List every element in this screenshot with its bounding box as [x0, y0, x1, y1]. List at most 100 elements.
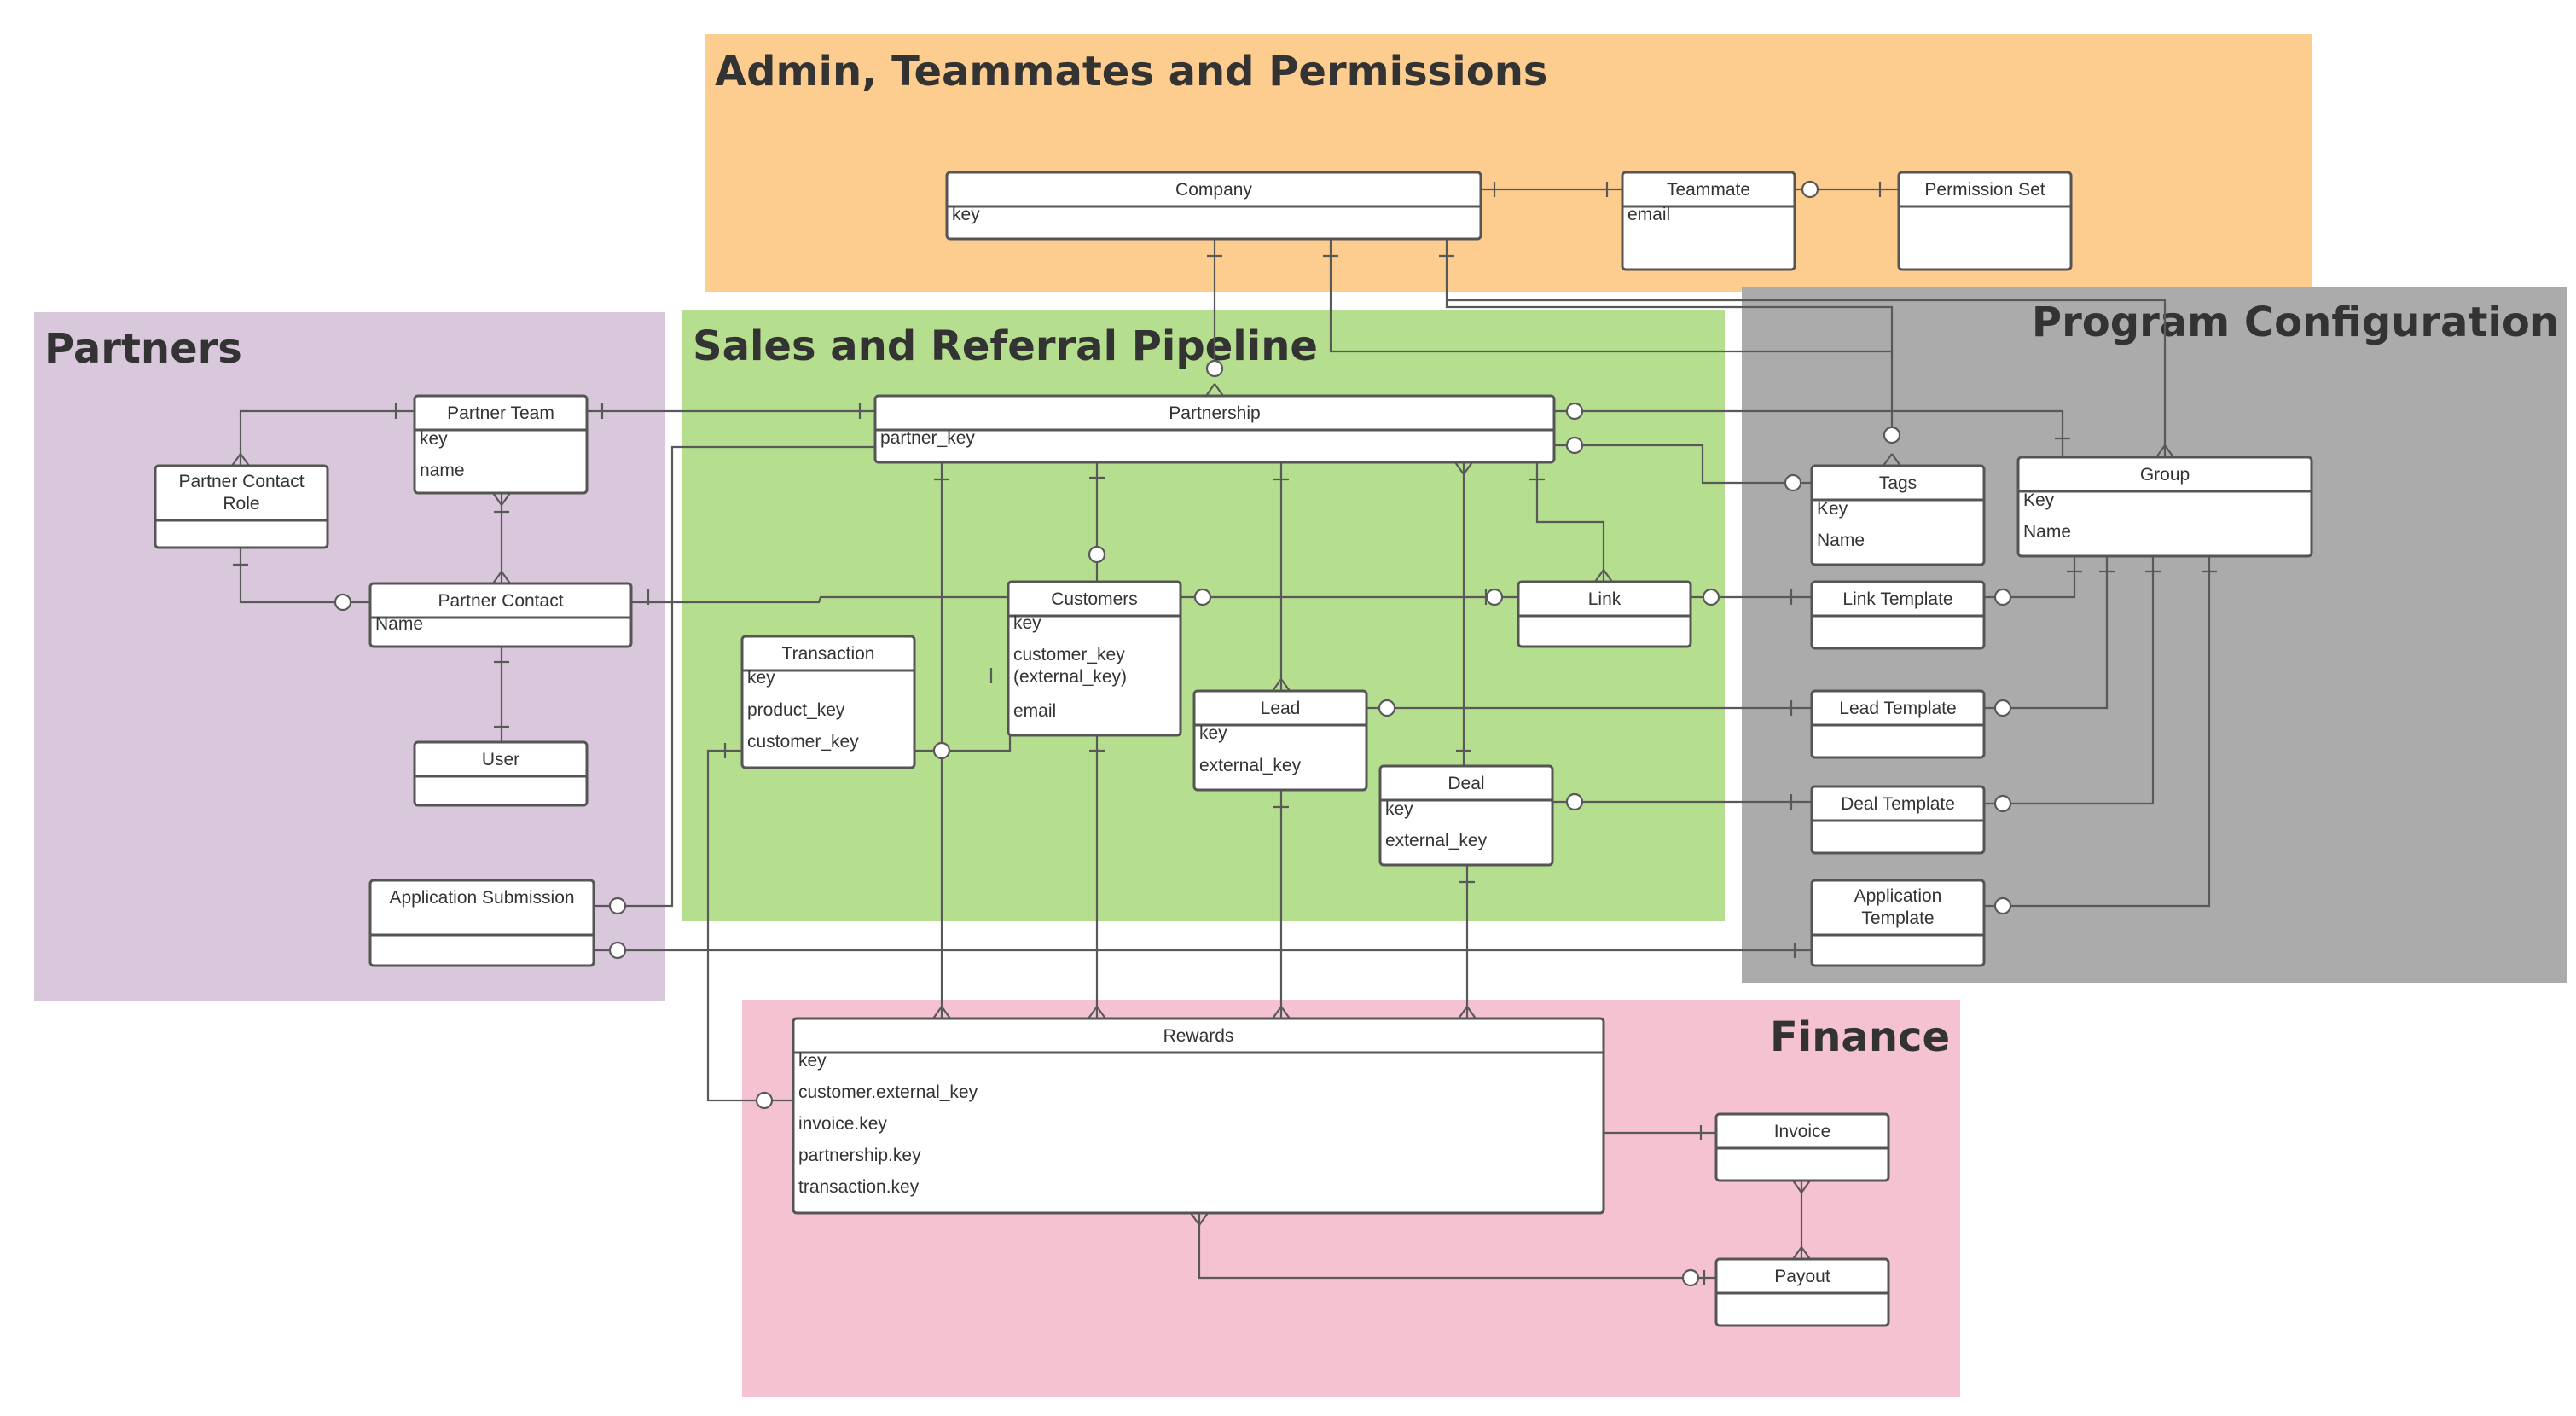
entity-deal-template[interactable]: Deal Template: [1810, 785, 1986, 855]
entity-field-name: name: [420, 461, 465, 480]
entity-box: [1621, 171, 1796, 271]
entity-title: Invoice: [1774, 1122, 1831, 1141]
entity-box: [1192, 689, 1368, 792]
relationship-line: [594, 445, 875, 908]
entity-application-submission[interactable]: Application Submission: [368, 879, 595, 967]
cardinality-many-mark: [2155, 444, 2174, 458]
cardinality-many-mark: [1792, 1246, 1811, 1260]
entity-field-product-key: product_key: [747, 700, 845, 720]
entity-title: Teammate: [1667, 180, 1750, 200]
cardinality-zero-mark: [1565, 436, 1584, 455]
cardinality-many-mark: [1458, 1006, 1477, 1019]
cardinality-many-mark: [932, 1006, 951, 1019]
entity-box: [368, 879, 595, 967]
entity-title: Tags: [1879, 473, 1917, 493]
entity-partner-team[interactable]: Partner Team key name: [413, 394, 589, 495]
entity-title: Partner Team: [447, 403, 554, 423]
entity-title: Company: [1175, 180, 1252, 200]
entity-box: [1810, 879, 1986, 967]
cardinality-zero-mark: [1702, 588, 1720, 606]
entity-box: [368, 582, 633, 648]
entity-field-key: key: [798, 1051, 827, 1071]
region-title-program: Program Configuration: [2032, 299, 2559, 346]
entity-field-email: email: [1013, 701, 1056, 721]
entity-title: Link Template: [1842, 589, 1952, 609]
relationship-line: [1984, 556, 2109, 710]
entity-field-key: key: [1385, 799, 1413, 819]
entity-title: Role: [223, 494, 259, 514]
region-title-sales: Sales and Referral Pipeline: [693, 322, 1318, 370]
entity-teammate[interactable]: Teammate email: [1621, 171, 1796, 271]
entity-rewards[interactable]: Rewardskeycustomer.external_keyinvoice.k…: [792, 1017, 1605, 1215]
relationship-line: [1535, 462, 1605, 582]
entity-title: Lead: [1261, 699, 1301, 718]
entity-box: [2016, 456, 2313, 558]
entity-box: [1897, 171, 2073, 271]
cardinality-many-mark: [1792, 1180, 1811, 1193]
cardinality-zero-mark: [1378, 699, 1396, 717]
entity-field-key: key: [952, 205, 980, 224]
entity-title: Application Submission: [389, 888, 574, 908]
relationship-line: [631, 595, 1008, 604]
cardinality-zero-mark: [1883, 426, 1901, 444]
relationship-line: [1329, 239, 1894, 427]
cardinality-zero-mark: [1088, 545, 1106, 564]
region-title-finance: Finance: [1770, 1013, 1950, 1061]
cardinality-zero-mark: [1681, 1268, 1700, 1287]
relationship-line: [1554, 444, 1812, 485]
entity-customers[interactable]: Customerskeycustomer_key(external_key)em…: [1007, 580, 1182, 737]
cardinality-many-mark: [231, 453, 250, 467]
entity-payout[interactable]: Payout: [1714, 1257, 1890, 1327]
cardinality-many-mark: [1088, 1006, 1106, 1019]
entity-title: Partner Contact: [178, 472, 304, 491]
entity-user[interactable]: User: [413, 740, 589, 807]
cardinality-zero-mark: [1801, 180, 1819, 199]
entity-box: [792, 1017, 1605, 1215]
cardinality-zero-mark: [1993, 588, 2012, 606]
entity-title: Partner Contact: [438, 591, 563, 611]
cardinality-many-mark: [1190, 1212, 1209, 1226]
entity-link[interactable]: Link: [1517, 580, 1692, 648]
cardinality-zero-mark: [334, 593, 352, 612]
entity-field-customer-external-key: customer.external_key: [798, 1082, 978, 1102]
entity-title: User: [482, 750, 519, 769]
entity-field-customer-key: customer_key: [747, 732, 859, 752]
cardinality-zero-mark: [1565, 402, 1584, 421]
entity-invoice[interactable]: Invoice: [1714, 1112, 1890, 1182]
entity-lead-template[interactable]: Lead Template: [1810, 689, 1986, 759]
entity-field-key: key: [420, 429, 448, 449]
entity-field-email: email: [1627, 205, 1670, 224]
relationship-line: [239, 409, 415, 466]
entity-field-key: key: [747, 668, 775, 688]
entity-permission-set[interactable]: Permission Set: [1897, 171, 2073, 271]
entity-company[interactable]: Company key: [945, 171, 1482, 241]
cardinality-zero-mark: [1193, 588, 1212, 606]
entity-field-name: Name: [2023, 522, 2071, 542]
cardinality-many-mark: [1454, 461, 1473, 475]
cardinality-zero-mark: [755, 1091, 774, 1110]
relationship-line: [1445, 239, 1894, 358]
cardinality-zero-mark: [1993, 794, 2012, 813]
entity-field-name: Name: [375, 614, 423, 634]
cardinality-many-mark: [1272, 678, 1291, 692]
entity-link-template[interactable]: Link Template: [1810, 580, 1986, 650]
relationship-line: [1984, 556, 2076, 599]
entity-field-partnership-key: partnership.key: [798, 1146, 921, 1165]
entity-title: Customers: [1051, 589, 1138, 609]
entity-field-name: Name: [1817, 531, 1865, 550]
cardinality-zero-mark: [608, 897, 627, 915]
cardinality-zero-mark: [932, 741, 951, 760]
cardinality-zero-mark: [1993, 699, 2012, 717]
relationship-line: [1554, 409, 2064, 457]
entity-title: Deal: [1448, 774, 1484, 793]
